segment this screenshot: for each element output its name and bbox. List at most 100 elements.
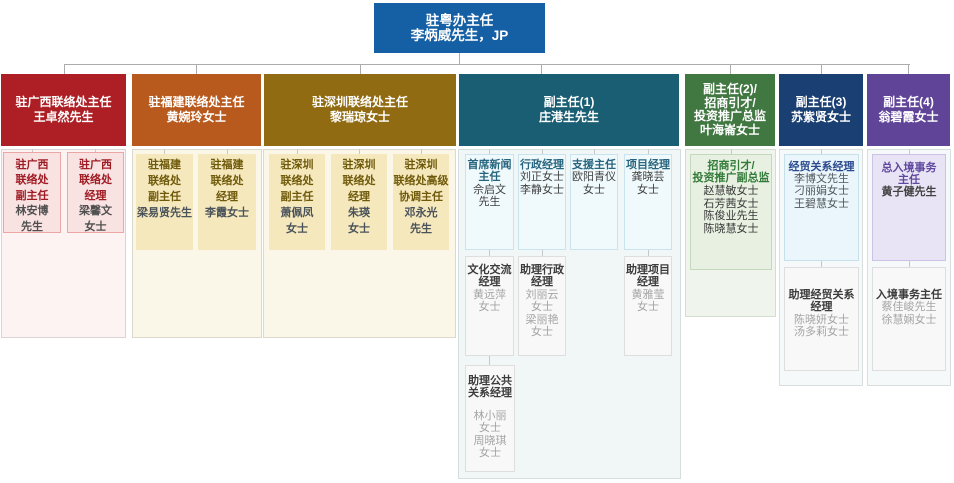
node-text-line: 首席新闻 <box>467 159 512 171</box>
node-text-line: 先生 <box>21 220 43 233</box>
staff-box-deputy1-5[interactable]: 助理行政 经理 刘丽云 女士 梁丽艳 女士 <box>518 256 566 356</box>
node-text-line: 协调主任 <box>399 190 443 203</box>
connector-stub <box>421 149 422 154</box>
node-text-line: 副主任(4) <box>883 95 934 109</box>
node-text-line: 梁易贤先生 <box>137 207 192 220</box>
connector-stub <box>909 149 910 154</box>
staff-box-fujian-1[interactable]: 驻福建 联络处 经理 李霞女士 <box>198 154 256 250</box>
node-text-line: 助理公共 <box>468 375 512 387</box>
connector-header-drop <box>64 64 65 74</box>
connector-stub <box>821 149 822 154</box>
node-text-line: 女士 <box>479 447 501 460</box>
node-text-line: 副主任(2)/ <box>702 82 757 96</box>
staff-box-deputy1-3[interactable]: 项目经理 龚晓芸 女士 <box>624 154 672 250</box>
node-text-line: 梁馨文 <box>79 205 112 217</box>
node-text-line: 驻深圳 <box>342 158 376 171</box>
node-text-line: 女士 <box>286 223 308 236</box>
staff-box-deputy1-1[interactable]: 行政经理 刘正女士 李静女士 <box>518 154 566 250</box>
node-text-line: 驻深圳 <box>404 158 438 171</box>
connector-stub <box>594 149 595 154</box>
connector-stub <box>489 149 490 154</box>
staff-box-deputy1-2[interactable]: 支援主任 欧阳青仪 女士 <box>570 154 618 250</box>
header-deputy4[interactable]: 副主任(4) 翁碧霞女士 <box>867 74 950 146</box>
node-text-line: 朱瑛 <box>348 207 370 220</box>
node-text-line: 驻广西联络处主任 <box>15 95 112 109</box>
node-text-line: 副主任 <box>148 190 181 203</box>
header-shenzhen[interactable]: 驻深圳联络处主任 黎瑞琼女士 <box>264 74 456 146</box>
node-text-line: 驻粤办主任 <box>425 13 494 28</box>
header-deputy3[interactable]: 副主任(3) 苏紫贤女士 <box>779 74 863 146</box>
node-text-line: 黄子健先生 <box>881 186 937 199</box>
node-text-line: 女士 <box>479 422 501 435</box>
node-text-line: 龚晓芸 <box>631 171 665 184</box>
staff-box-deputy3-0[interactable]: 经贸关系经理 李博文先生 刁丽娟女士 王碧慧女士 <box>784 154 859 261</box>
node-text-line: 驻广西 <box>79 158 112 171</box>
staff-box-deputy4-0[interactable]: 总入境事务 主任 黄子健先生 <box>872 154 946 261</box>
node-text-line: 刘正女士 <box>520 171 564 184</box>
staff-box-deputy3-1[interactable]: 助理经贸关系 经理 陈晓妍女士 汤多莉女士 <box>784 267 859 371</box>
node-director[interactable]: 驻粤办主任 李炳威先生，JP <box>374 3 545 53</box>
staff-box-deputy1-0[interactable]: 首席新闻 主任 佘启文 先生 <box>465 154 514 250</box>
node-text-line: 联络处 <box>342 174 376 187</box>
node-text-line: 副主任 <box>15 189 49 202</box>
connector-stub <box>909 261 910 267</box>
node-text-line: 女士 <box>531 301 553 314</box>
node-text-line: 联络处高级 <box>393 174 449 187</box>
staff-box-shenzhen-1[interactable]: 驻深圳 联络处 经理 朱瑛 女士 <box>331 154 387 250</box>
node-text-line: 联络处 <box>210 174 244 187</box>
header-deputy1[interactable]: 副主任(1) 庄港生先生 <box>459 74 679 146</box>
header-fujian[interactable]: 驻福建联络处主任 黄婉玲女士 <box>132 74 261 146</box>
connector-header-drop <box>730 64 731 74</box>
node-text-line: 投资推广副总监 <box>692 172 770 185</box>
node-text-line: 蔡佳峻先生 <box>881 301 937 314</box>
node-text-line: 联络处 <box>280 174 314 187</box>
node-text-line: 邓永光 <box>404 207 438 220</box>
node-text-line: 黎瑞琼女士 <box>329 110 390 124</box>
node-text-line: 招商引才/ <box>704 95 756 110</box>
node-text-line: 黄雅莹 <box>631 288 665 301</box>
staff-box-guangxi-0[interactable]: 驻广西 联络处 副主任 林安博 先生 <box>3 152 61 233</box>
header-guangxi[interactable]: 驻广西联络处主任 王卓然先生 <box>1 74 126 146</box>
node-text-line: 关系经理 <box>468 387 512 400</box>
node-text-line: 李博文先生 <box>794 172 849 185</box>
node-text-line: 经理 <box>531 276 553 289</box>
node-text-line: 石芳茜女士 <box>703 197 759 210</box>
node-text-line: 李霞女士 <box>205 207 249 220</box>
staff-box-shenzhen-0[interactable]: 驻深圳 联络处 副主任 萧佩凤 女士 <box>269 154 325 250</box>
staff-box-deputy1-6[interactable]: 助理项目 经理 黄雅莹 女士 <box>624 256 672 356</box>
node-text-line: 女士 <box>531 326 553 339</box>
connector-stub <box>95 149 96 152</box>
connector-header-drop <box>821 64 822 74</box>
connector-root-drop <box>459 53 460 64</box>
connector-stub <box>489 250 490 256</box>
connector-stub <box>32 149 33 152</box>
node-text-line: 叶海崙女士 <box>699 122 760 137</box>
node-text-line: 徐慧娴女士 <box>881 313 937 326</box>
node-text-line: 支援主任 <box>572 159 616 171</box>
node-text-line: 入境事务主任 <box>876 289 942 301</box>
node-text-line: 驻福建 <box>148 158 181 171</box>
staff-box-fujian-0[interactable]: 驻福建 联络处 副主任 梁易贤先生 <box>136 154 193 250</box>
staff-box-deputy4-1[interactable]: 入境事务主任 蔡佳峻先生 徐慧娴女士 <box>872 267 946 371</box>
staff-box-guangxi-1[interactable]: 驻广西 联络处 经理 梁馨文 女士 <box>67 152 124 233</box>
node-text-line: 经理 <box>348 190 370 203</box>
node-text-line: 助理项目 <box>626 263 670 276</box>
node-text-line: 经理 <box>216 190 238 203</box>
node-text-line: 苏紫贤女士 <box>790 110 851 124</box>
node-text-line: 经理 <box>478 276 501 289</box>
connector-stub <box>542 250 543 256</box>
node-text-line: 副主任(1) <box>543 95 595 109</box>
node-text-line: 副主任(3) <box>795 95 847 109</box>
staff-box-deputy1-4[interactable]: 文化交流 经理 黄远萍 女士 <box>465 256 514 356</box>
staff-box-deputy2-0[interactable]: 招商引才/ 投资推广副总监 赵慧敏女士 石芳茜女士 陈俊业先生 陈晓慧女士 <box>690 154 772 270</box>
staff-box-deputy1-7[interactable]: 助理公共 关系经理 林小丽 女士 周晓琪 女士 <box>465 365 515 472</box>
connector-stub <box>648 149 649 154</box>
connector-stub <box>297 149 298 154</box>
header-deputy2[interactable]: 副主任(2)/ 招商引才/ 投资推广总监 叶海崙女士 <box>685 74 775 146</box>
node-text-line: 驻深圳 <box>280 158 314 171</box>
node-text-line: 女士 <box>84 220 107 233</box>
staff-box-shenzhen-2[interactable]: 驻深圳 联络处高级 协调主任 邓永光 先生 <box>393 154 449 250</box>
connector-header-drop <box>908 64 909 74</box>
node-text-line: 庄港生先生 <box>538 110 599 124</box>
node-text-line: 陈晓慧女士 <box>703 223 759 236</box>
